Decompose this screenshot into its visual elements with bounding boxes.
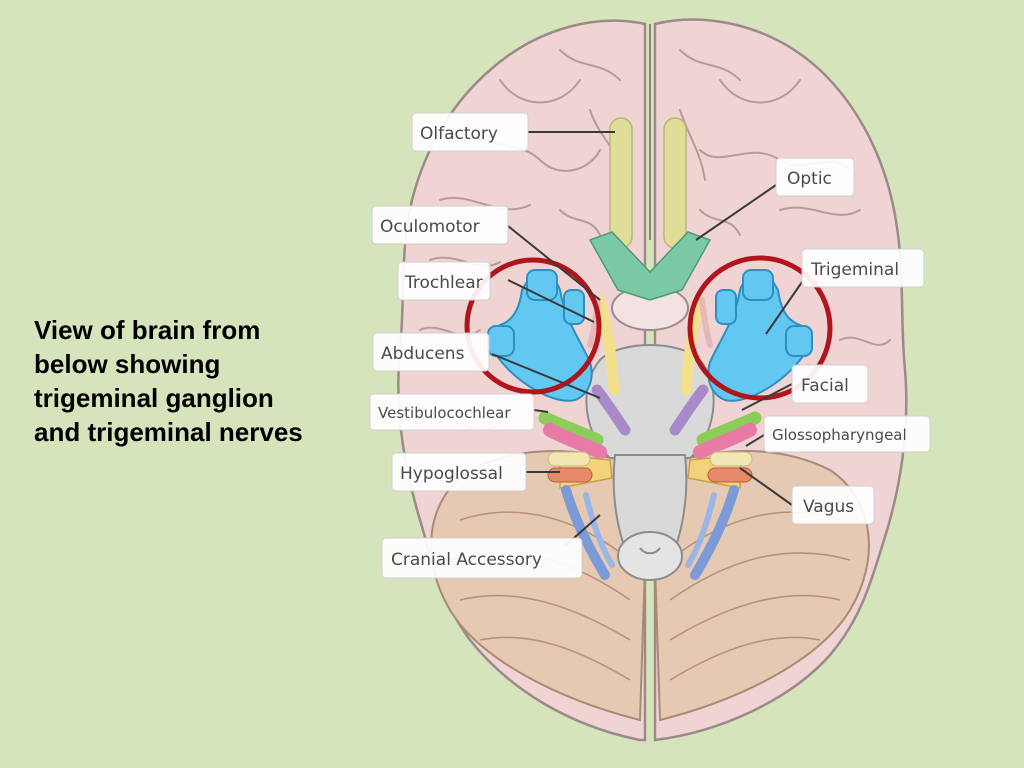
label-vestibulocochlear: Vestibulocochlear: [369, 393, 535, 431]
facial-nerves: [538, 411, 762, 447]
label-abducens-text: Abducens: [381, 344, 465, 364]
highlight-circle-right: [687, 255, 833, 401]
olfactory-nerve-right: [663, 117, 687, 249]
abducens-nerves: [591, 384, 709, 436]
labels: Olfactory Optic Oculomotor Trochlear Tri…: [369, 112, 931, 579]
label-vestibulocochlear-text: Vestibulocochlear: [378, 404, 511, 422]
brainstem: [585, 285, 715, 581]
label-trochlear-text: Trochlear: [404, 273, 483, 293]
vestibulocochlear-nerves: [543, 423, 757, 459]
highlight-circle-left: [464, 257, 602, 395]
label-optic-text: Optic: [787, 169, 832, 189]
olfactory-nerve-left: [609, 117, 633, 249]
caption-line-4: and trigeminal nerves: [34, 417, 303, 447]
label-abducens: Abducens: [372, 332, 490, 372]
label-oculomotor-text: Oculomotor: [380, 217, 480, 237]
label-trochlear: Trochlear: [397, 261, 491, 301]
label-glossopharyngeal-text: Glossopharyngeal: [772, 426, 907, 444]
trigeminal-nerve-right: [707, 269, 813, 402]
slide-caption: View of brain from below showing trigemi…: [34, 313, 364, 449]
label-cranial-accessory: Cranial Accessory: [381, 537, 583, 579]
spinal-cord: [617, 531, 683, 581]
label-cranial-accessory-text: Cranial Accessory: [391, 550, 542, 570]
olfactory-nerves: [609, 117, 687, 249]
label-oculomotor: Oculomotor: [371, 205, 509, 245]
label-glossopharyngeal: Glossopharyngeal: [763, 415, 931, 453]
label-facial: Facial: [791, 364, 869, 404]
caption-line-1: View of brain from: [34, 315, 261, 345]
label-optic: Optic: [775, 157, 855, 197]
label-facial-text: Facial: [801, 376, 849, 396]
pons: [585, 344, 715, 459]
caption-line-3: trigeminal ganglion: [34, 383, 274, 413]
label-vagus-text: Vagus: [803, 497, 854, 517]
optic-chiasm: [588, 231, 712, 301]
label-trigeminal: Trigeminal: [801, 248, 925, 288]
label-vagus: Vagus: [791, 485, 875, 525]
label-hypoglossal: Hypoglossal: [391, 452, 527, 492]
label-olfactory: Olfactory: [411, 112, 529, 152]
label-trigeminal-text: Trigeminal: [810, 260, 899, 280]
caption-line-2: below showing: [34, 349, 221, 379]
label-olfactory-text: Olfactory: [420, 124, 498, 144]
accessory-nerves: [561, 485, 739, 580]
label-hypoglossal-text: Hypoglossal: [400, 464, 503, 484]
leader-lines: [491, 131, 803, 546]
